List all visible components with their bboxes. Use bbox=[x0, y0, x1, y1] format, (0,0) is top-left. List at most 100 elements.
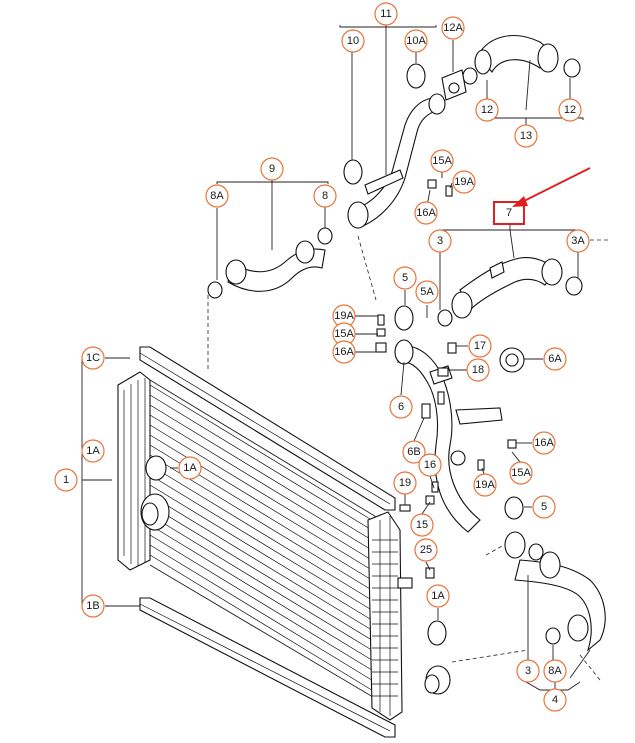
part-number-text: 8A bbox=[210, 190, 224, 202]
label-5A: 5A bbox=[415, 280, 439, 304]
label-8: 8 bbox=[313, 184, 337, 208]
part-number-text: 12A bbox=[443, 22, 463, 34]
part-number-text: 1A bbox=[431, 590, 445, 602]
intercooler-radiator bbox=[117, 346, 451, 738]
part-number-text: 16A bbox=[334, 346, 354, 358]
part-number-text: 15A bbox=[334, 328, 354, 340]
part-number-text: 8 bbox=[322, 190, 328, 202]
label-5-top: 5 bbox=[393, 266, 417, 290]
label-15A-mid: 15A bbox=[332, 322, 356, 346]
part-number-text: 12 bbox=[481, 104, 493, 116]
part-number-text: 16A bbox=[534, 437, 554, 449]
part-number-text: 3 bbox=[525, 665, 531, 677]
label-19: 19 bbox=[393, 471, 417, 495]
part-number-text: 11 bbox=[380, 8, 391, 20]
label-7: 7 bbox=[506, 207, 512, 219]
part-number-text: 19 bbox=[399, 477, 411, 489]
label-6B: 6B bbox=[402, 440, 426, 464]
part-number-text: 5 bbox=[402, 272, 408, 284]
label-16: 16 bbox=[418, 453, 442, 477]
label-3A: 3A bbox=[566, 229, 590, 253]
part-number-text: 16 bbox=[424, 459, 436, 471]
part-number-text: 7 bbox=[506, 207, 512, 219]
part-number-text: 3A bbox=[571, 235, 585, 247]
hose-4-lower bbox=[504, 531, 606, 652]
part-number-text: 13 bbox=[520, 130, 532, 142]
label-1A-left: 1A bbox=[81, 439, 105, 463]
label-19A-right: 19A bbox=[473, 473, 497, 497]
part-number-text: 6 bbox=[398, 401, 404, 413]
part-number-text: 1A bbox=[86, 445, 100, 457]
part-number-text: 6B bbox=[407, 446, 420, 458]
label-3-top: 3 bbox=[428, 229, 452, 253]
hose-9 bbox=[207, 227, 333, 299]
part-number-text: 1B bbox=[86, 600, 99, 612]
part-number-text: 18 bbox=[472, 364, 484, 376]
part-number-text: 4 bbox=[552, 694, 558, 706]
part-number-text: 17 bbox=[474, 340, 486, 352]
label-13: 13 bbox=[514, 124, 538, 148]
guide-lines bbox=[207, 235, 610, 681]
label-12-left: 12 bbox=[475, 98, 499, 122]
leader-lines bbox=[81, 25, 591, 691]
label-12A: 12A bbox=[441, 16, 465, 40]
part-number-text: 15A bbox=[432, 155, 452, 167]
highlight-box-7 bbox=[493, 201, 525, 225]
part-number-text: 5A bbox=[420, 286, 434, 298]
part-number-text: 6A bbox=[548, 353, 562, 365]
label-1A-inner: 1A bbox=[178, 456, 202, 480]
part-number-text: 25 bbox=[420, 544, 432, 556]
label-17: 17 bbox=[468, 334, 492, 358]
label-10: 10 bbox=[341, 29, 365, 53]
part-number-text: 19A bbox=[454, 176, 474, 188]
label-16A-mid: 16A bbox=[332, 340, 356, 364]
part-number-text: 12 bbox=[564, 104, 576, 116]
sensor-6A bbox=[499, 347, 525, 373]
hose-13 bbox=[462, 35, 581, 85]
label-3-bottom: 3 bbox=[516, 659, 540, 683]
small-fasteners bbox=[375, 179, 517, 579]
part-number-text: 9 bbox=[269, 163, 275, 175]
label-8A-bottom: 8A bbox=[543, 659, 567, 683]
part-number-text: 3 bbox=[437, 235, 443, 247]
part-number-text: 10A bbox=[406, 35, 426, 47]
clamp-12A bbox=[441, 69, 467, 101]
label-8A-top: 8A bbox=[205, 184, 229, 208]
hose-3-upper bbox=[437, 257, 583, 327]
label-1A-bottom: 1A bbox=[426, 584, 450, 608]
label-1C: 1C bbox=[81, 346, 105, 370]
part-number-text: 1C bbox=[86, 352, 100, 364]
label-15A-right: 15A bbox=[509, 461, 533, 485]
part-number-text: 19A bbox=[334, 310, 354, 322]
label-16A-top: 16A bbox=[414, 201, 438, 225]
label-15A-top: 15A bbox=[430, 149, 454, 173]
part-number-text: 10 bbox=[347, 35, 359, 47]
label-5-right: 5 bbox=[532, 495, 556, 519]
part-number-text: 8A bbox=[548, 665, 562, 677]
label-1: 1 bbox=[54, 468, 78, 492]
label-1B: 1B bbox=[81, 594, 105, 618]
part-number-text: 1 bbox=[63, 474, 69, 486]
part-number-text: 15 bbox=[416, 519, 428, 531]
label-12-right: 12 bbox=[558, 98, 582, 122]
label-6: 6 bbox=[389, 395, 413, 419]
label-18: 18 bbox=[466, 358, 490, 382]
upper-pipe-10 bbox=[347, 93, 446, 229]
label-6A: 6A bbox=[543, 347, 567, 371]
part-number-text: 16A bbox=[416, 207, 436, 219]
part-labels: 11 10 10A 12A 12 12 13 9 8A 8 15A 19A 16… bbox=[54, 2, 590, 712]
part-number-text: 15A bbox=[511, 467, 531, 479]
part-number-text: 19A bbox=[475, 479, 495, 491]
label-11: 11 bbox=[374, 2, 398, 26]
label-16A-right: 16A bbox=[532, 431, 556, 455]
label-19A-top: 19A bbox=[452, 170, 476, 194]
label-10A: 10A bbox=[404, 29, 428, 53]
label-9: 9 bbox=[260, 157, 284, 181]
highlight-callout bbox=[493, 167, 591, 225]
part-number-text: 1A bbox=[183, 462, 197, 474]
seal-rings bbox=[145, 63, 524, 646]
label-4: 4 bbox=[543, 688, 567, 712]
label-15: 15 bbox=[410, 513, 434, 537]
part-number-text: 5 bbox=[541, 501, 547, 513]
